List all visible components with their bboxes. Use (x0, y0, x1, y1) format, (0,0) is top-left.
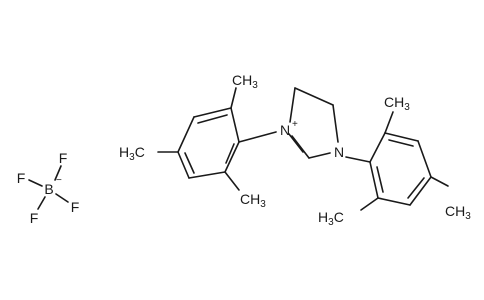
bond-ring-right-1 (369, 132, 386, 163)
nitrogen-positive-charge: + (292, 119, 298, 130)
fluorine-atom-right: F (71, 199, 80, 215)
bond-b-f-right (55, 193, 69, 203)
bond-ring-left-double-1 (197, 114, 228, 124)
bond-methyl-right-bottom (360, 197, 379, 211)
svg-text:CH3: CH3 (240, 191, 266, 210)
fluorine-atom-left: F (17, 170, 26, 186)
bond-b-f-left (28, 179, 43, 187)
imidazolinium-ring: N + N (280, 87, 344, 160)
boron-atom: B (44, 181, 53, 197)
bond-n1-ipso-left (238, 131, 277, 143)
bond-n1-c5 (289, 87, 296, 123)
methyl-label-left-bottom: CH3 (240, 191, 266, 210)
svg-text:H3C: H3C (119, 144, 145, 163)
bond-ring-right-3 (417, 140, 432, 178)
tetrafluoroborate-anion: B − F F F F (17, 150, 80, 226)
svg-text:H3C: H3C (318, 209, 344, 228)
svg-text:CH3: CH3 (232, 72, 258, 91)
bond-ring-left-3 (177, 116, 195, 153)
bond-n3-c2 (308, 152, 331, 159)
bond-b-f-top (54, 165, 62, 181)
bond-c4-n3 (332, 104, 339, 143)
methyl-label-right-top: CH3 (384, 94, 410, 113)
bond-methyl-left-top (230, 87, 237, 109)
bond-ring-right-6 (369, 161, 379, 199)
bond-ring-left-double-2 (184, 152, 195, 174)
methyl-label-left-top: CH3 (232, 72, 258, 91)
mesityl-group-right: CH3 CH3 H3C (318, 94, 471, 228)
bond-n3-ipso-right (345, 156, 371, 163)
mesityl-group-left: CH3 H3C CH3 (119, 72, 277, 210)
bond-ring-right-double-2 (407, 177, 425, 199)
nitrogen-atom-cationic: N (280, 122, 290, 138)
bond-c2-n1-double (288, 133, 304, 153)
methyl-label-right-bottom: H3C (318, 209, 344, 228)
bond-c5-c4 (294, 87, 334, 106)
bond-methyl-right-para (430, 176, 449, 187)
bond-ring-left-5 (188, 171, 226, 179)
bond-ring-right-2 (384, 132, 419, 142)
methyl-label-left-para: H3C (119, 144, 145, 163)
bond-methyl-right-top (384, 111, 394, 134)
fluorine-atom-top: F (59, 150, 68, 166)
bond-ring-left-double-3 (225, 143, 235, 164)
bond-ring-left-2 (193, 107, 232, 118)
nitrogen-atom-neutral: N (334, 144, 344, 160)
bond-ring-right-double-1 (388, 139, 414, 147)
bond-ring-left-4 (177, 151, 190, 179)
bond-ring-left-6 (224, 141, 240, 173)
bond-ring-right-4 (409, 176, 432, 206)
svg-text:CH3: CH3 (384, 94, 410, 113)
bond-ring-right-double-3 (376, 166, 384, 193)
boron-negative-charge: − (56, 175, 62, 186)
bond-ring-right-5 (377, 197, 411, 206)
bond-c2-n1 (291, 135, 310, 159)
bond-b-f-bottom (37, 196, 46, 210)
svg-text:CH3: CH3 (445, 203, 471, 222)
bond-ring-left-1 (230, 107, 240, 143)
methyl-label-right-para: CH3 (445, 203, 471, 222)
fluorine-atom-bottom: F (30, 210, 39, 226)
bond-methyl-left-bottom (224, 171, 240, 191)
